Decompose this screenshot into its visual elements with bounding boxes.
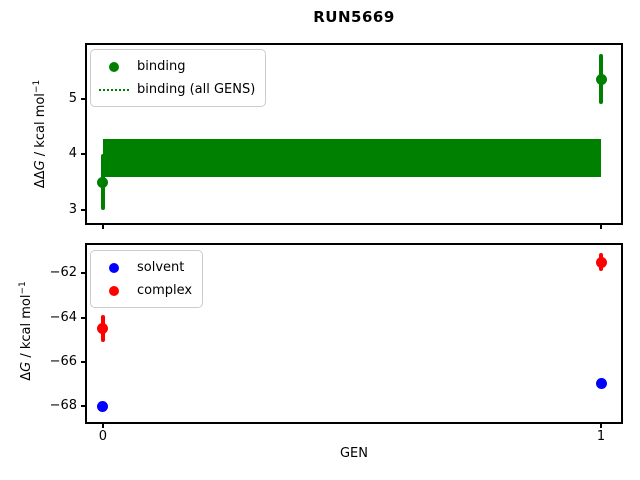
y-tick-mark	[81, 360, 85, 363]
y-tick-mark	[81, 272, 85, 275]
y-tick-mark	[81, 316, 85, 319]
subplot-dg: solvent complex −62 −64 −66 −68 0 1	[50, 243, 623, 444]
legend-label-complex: complex	[137, 283, 193, 298]
ylabel-bottom-prefix: Δ	[19, 371, 35, 381]
x-tick-mark	[101, 225, 104, 229]
y-tick-label: 3	[68, 202, 77, 218]
legend-item-binding-all-gens: binding (all GENS)	[98, 78, 255, 101]
ylabel-bottom-exponent: −1	[17, 281, 28, 295]
data-point-solvent	[595, 377, 607, 389]
ylabel-bottom-unit: / kcal mol	[19, 294, 35, 362]
legend-bottom: solvent complex	[90, 250, 204, 308]
x-tick-mark	[600, 225, 603, 229]
data-point-complex	[595, 256, 607, 268]
data-point-binding	[595, 73, 607, 85]
y-tick-label: −62	[49, 265, 77, 281]
x-axis-label: GEN	[339, 446, 368, 461]
y-tick-label: −64	[49, 309, 77, 325]
ylabel-top-exponent: −1	[31, 79, 42, 94]
data-point-solvent	[97, 400, 109, 412]
legend-label-binding-all-gens: binding (all GENS)	[137, 82, 256, 97]
legend-swatch	[98, 61, 130, 72]
uncertainty-band	[102, 138, 602, 177]
ylabel-bottom-symbol: G	[19, 361, 35, 372]
y-tick-mark	[81, 209, 85, 212]
legend-label-binding: binding	[137, 59, 186, 74]
y-tick-mark	[81, 153, 85, 156]
y-tick-label: −68	[49, 398, 77, 414]
legend-swatch	[98, 262, 130, 273]
legend-swatch	[98, 285, 130, 296]
data-point-binding	[97, 176, 109, 188]
legend-item-solvent: solvent	[98, 256, 192, 279]
y-tick-label: 4	[68, 146, 77, 162]
x-tick-mark	[101, 424, 104, 428]
legend-item-binding: binding	[98, 55, 255, 78]
solvent-marker-icon	[109, 262, 119, 273]
ylabel-top-prefix: ΔΔ	[33, 170, 49, 189]
legend-swatch	[98, 88, 130, 91]
dotted-line-icon	[99, 88, 129, 91]
chart-title: RUN5669	[313, 8, 395, 26]
y-tick-mark	[81, 405, 85, 408]
y-tick-mark	[81, 97, 85, 100]
subplot-ddg: binding binding (all GENS) 3 4 5	[69, 43, 623, 229]
legend-label-solvent: solvent	[137, 260, 185, 275]
x-tick-mark	[600, 424, 603, 428]
y-axis-label-dg: ΔG / kcal mol−1	[18, 281, 34, 381]
data-point-complex	[97, 323, 109, 335]
y-tick-label: −66	[49, 353, 77, 369]
y-tick-label: 5	[68, 90, 77, 106]
x-tick-label: 1	[596, 429, 606, 444]
legend-top: binding binding (all GENS)	[90, 49, 267, 107]
binding-marker-icon	[109, 61, 119, 72]
legend-item-complex: complex	[98, 279, 192, 302]
complex-marker-icon	[109, 285, 119, 296]
x-tick-label: 0	[98, 429, 108, 444]
